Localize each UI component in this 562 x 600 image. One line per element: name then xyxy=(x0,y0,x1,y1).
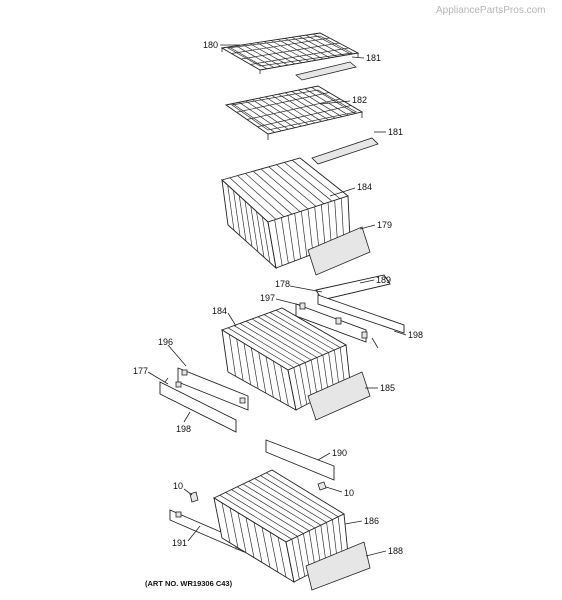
leader-lines xyxy=(147,44,407,557)
callout-185: 185 xyxy=(380,383,395,393)
shelf-trim-181-upper xyxy=(295,61,357,81)
slide-rail-left xyxy=(159,367,249,433)
wire-basket-186-lower xyxy=(213,469,349,583)
callout-10-left: 10 xyxy=(173,481,183,491)
screw-10-right xyxy=(317,481,327,491)
callout-190: 190 xyxy=(332,448,347,458)
wire-shelf-180 xyxy=(220,32,360,74)
callout-197: 197 xyxy=(260,293,275,303)
callout-184-middle: 184 xyxy=(212,306,227,316)
rail-bracket-191 xyxy=(169,509,245,553)
shelf-trim-181-lower xyxy=(311,137,379,165)
art-number: (ART NO. WR19306 C43) xyxy=(145,579,233,588)
basket-front-188 xyxy=(305,541,371,591)
callout-198-left: 198 xyxy=(176,424,191,434)
callout-188: 188 xyxy=(388,546,403,556)
callout-196: 196 xyxy=(158,337,173,347)
callout-198-right: 198 xyxy=(408,330,423,340)
callout-189: 189 xyxy=(376,275,391,285)
callout-178: 178 xyxy=(275,279,290,289)
callout-10-right: 10 xyxy=(344,488,354,498)
wire-shelf-182 xyxy=(224,85,364,140)
callout-179: 179 xyxy=(377,220,392,230)
callout-184-upper: 184 xyxy=(357,182,372,192)
slide-cover-190 xyxy=(265,439,335,481)
callout-186: 186 xyxy=(364,516,379,526)
basket-front-179 xyxy=(307,226,371,276)
screw-10-left xyxy=(189,491,199,503)
wire-basket-184-middle xyxy=(220,307,351,411)
watermark: AppliancePartsPros.com xyxy=(436,5,546,16)
callout-181-lower: 181 xyxy=(388,127,403,137)
slide-rail-right xyxy=(295,274,405,349)
callout-181-upper: 181 xyxy=(366,53,381,63)
callout-labels: 180 181 182 181 184 179 178 189 197 184 … xyxy=(133,40,423,556)
wire-basket-184-upper xyxy=(221,157,351,270)
callout-180: 180 xyxy=(203,40,218,50)
callout-177: 177 xyxy=(133,366,148,376)
callout-191: 191 xyxy=(172,538,187,548)
basket-front-185 xyxy=(307,371,371,421)
callout-182: 182 xyxy=(352,95,367,105)
